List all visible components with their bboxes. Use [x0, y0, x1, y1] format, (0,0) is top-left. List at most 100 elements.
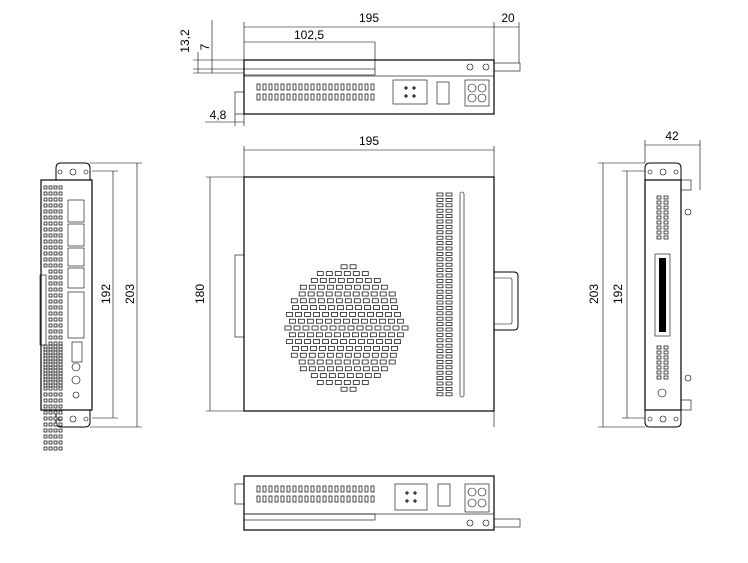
vent-slot	[299, 284, 307, 290]
vent-slot	[48, 350, 53, 355]
vent-slot	[43, 374, 48, 379]
vent-slot	[328, 346, 335, 351]
vent-slot	[334, 271, 342, 276]
vent-slot	[53, 233, 58, 238]
vent-slot	[48, 257, 53, 262]
vent-slot	[304, 485, 309, 493]
bottom-view-port-cluster	[464, 483, 490, 513]
vent-slot	[43, 353, 48, 358]
vent-slot	[298, 332, 305, 338]
vent-slot	[371, 298, 379, 304]
vent-slot	[58, 185, 63, 190]
vent-slot	[373, 346, 380, 351]
front-width-label: 195	[359, 134, 379, 148]
vent-slot	[344, 284, 352, 290]
vent-slot	[43, 263, 48, 268]
vent-slot	[445, 214, 453, 218]
vent-slot	[656, 215, 662, 220]
vent-slot	[436, 273, 444, 278]
vent-slot	[436, 252, 444, 256]
vent-slot	[317, 366, 325, 372]
vent-slot	[53, 416, 58, 421]
vent-slot	[322, 495, 327, 503]
front-view-vent	[436, 192, 453, 397]
vent-slot	[445, 349, 453, 353]
top-view-flange	[243, 68, 376, 76]
vent-slot	[48, 422, 53, 427]
vent-slot	[352, 359, 360, 365]
vent-slot	[58, 287, 63, 292]
vent-slot	[316, 271, 324, 276]
vent-slot	[445, 365, 453, 370]
vent-slot	[58, 203, 63, 208]
vent-slot	[361, 359, 369, 365]
serial-port	[39, 274, 47, 346]
vent-slot	[436, 230, 444, 235]
vent-slot	[663, 355, 669, 360]
vent-slot	[301, 346, 308, 351]
vent-slot	[310, 373, 318, 378]
vent-slot	[352, 318, 359, 324]
vent-slot	[319, 305, 326, 310]
vent-slot	[436, 322, 444, 326]
left-view: 192 203	[39, 162, 142, 451]
vent-slot	[328, 305, 335, 310]
vent-slot	[436, 354, 444, 359]
vent-slot	[362, 284, 370, 290]
vent-slot	[663, 360, 669, 365]
vent-slot	[48, 344, 53, 349]
vent-slot	[436, 295, 444, 299]
vent-slot	[58, 404, 63, 409]
vent-slot	[445, 268, 453, 272]
vent-slot	[292, 305, 299, 310]
vent-slot	[304, 495, 309, 503]
vent-slot	[436, 338, 444, 343]
vent-slot	[48, 305, 53, 310]
vent-slot	[663, 210, 669, 215]
vent-slot	[328, 485, 333, 493]
screw-icon	[659, 415, 667, 423]
vent-slot	[445, 381, 453, 386]
vent-slot	[53, 392, 58, 397]
vent-slot	[43, 362, 48, 367]
vent-slot	[53, 197, 58, 202]
vent-slot	[656, 225, 662, 230]
vent-slot	[290, 352, 298, 358]
vent-slot	[48, 221, 53, 226]
vent-slot	[43, 251, 48, 256]
vent-slot	[392, 325, 400, 331]
vent-slot	[385, 339, 392, 344]
vent-slot	[310, 83, 315, 91]
vent-slot	[362, 298, 370, 304]
vent-slot	[319, 278, 327, 283]
vent-slot	[58, 299, 63, 304]
vent-slot	[352, 83, 357, 91]
vent-slot	[53, 185, 58, 190]
vent-slot	[58, 356, 63, 361]
vent-slot	[445, 279, 453, 283]
vent-slot	[268, 83, 273, 91]
vent-slot	[379, 318, 386, 324]
vent-slot	[53, 251, 58, 256]
vent-slot	[663, 195, 669, 200]
vent-slot	[445, 208, 453, 213]
vent-slot	[364, 485, 369, 493]
vent-slot	[322, 339, 329, 344]
vent-slot	[334, 332, 341, 338]
vent-slot	[436, 219, 444, 224]
vent-slot	[361, 380, 369, 385]
vent-slot	[48, 428, 53, 433]
vent-slot	[43, 428, 48, 433]
vent-slot	[53, 215, 58, 220]
vent-slot	[337, 278, 345, 283]
vent-slot	[48, 380, 53, 385]
vent-slot	[307, 359, 315, 365]
vent-slot	[656, 220, 662, 225]
vent-slot	[53, 191, 58, 196]
right-outer-label: 203	[587, 284, 601, 304]
vent-slot	[304, 312, 311, 317]
bottom-view-port	[437, 483, 451, 507]
vent-slot	[331, 312, 338, 317]
vent-slot	[58, 434, 63, 439]
